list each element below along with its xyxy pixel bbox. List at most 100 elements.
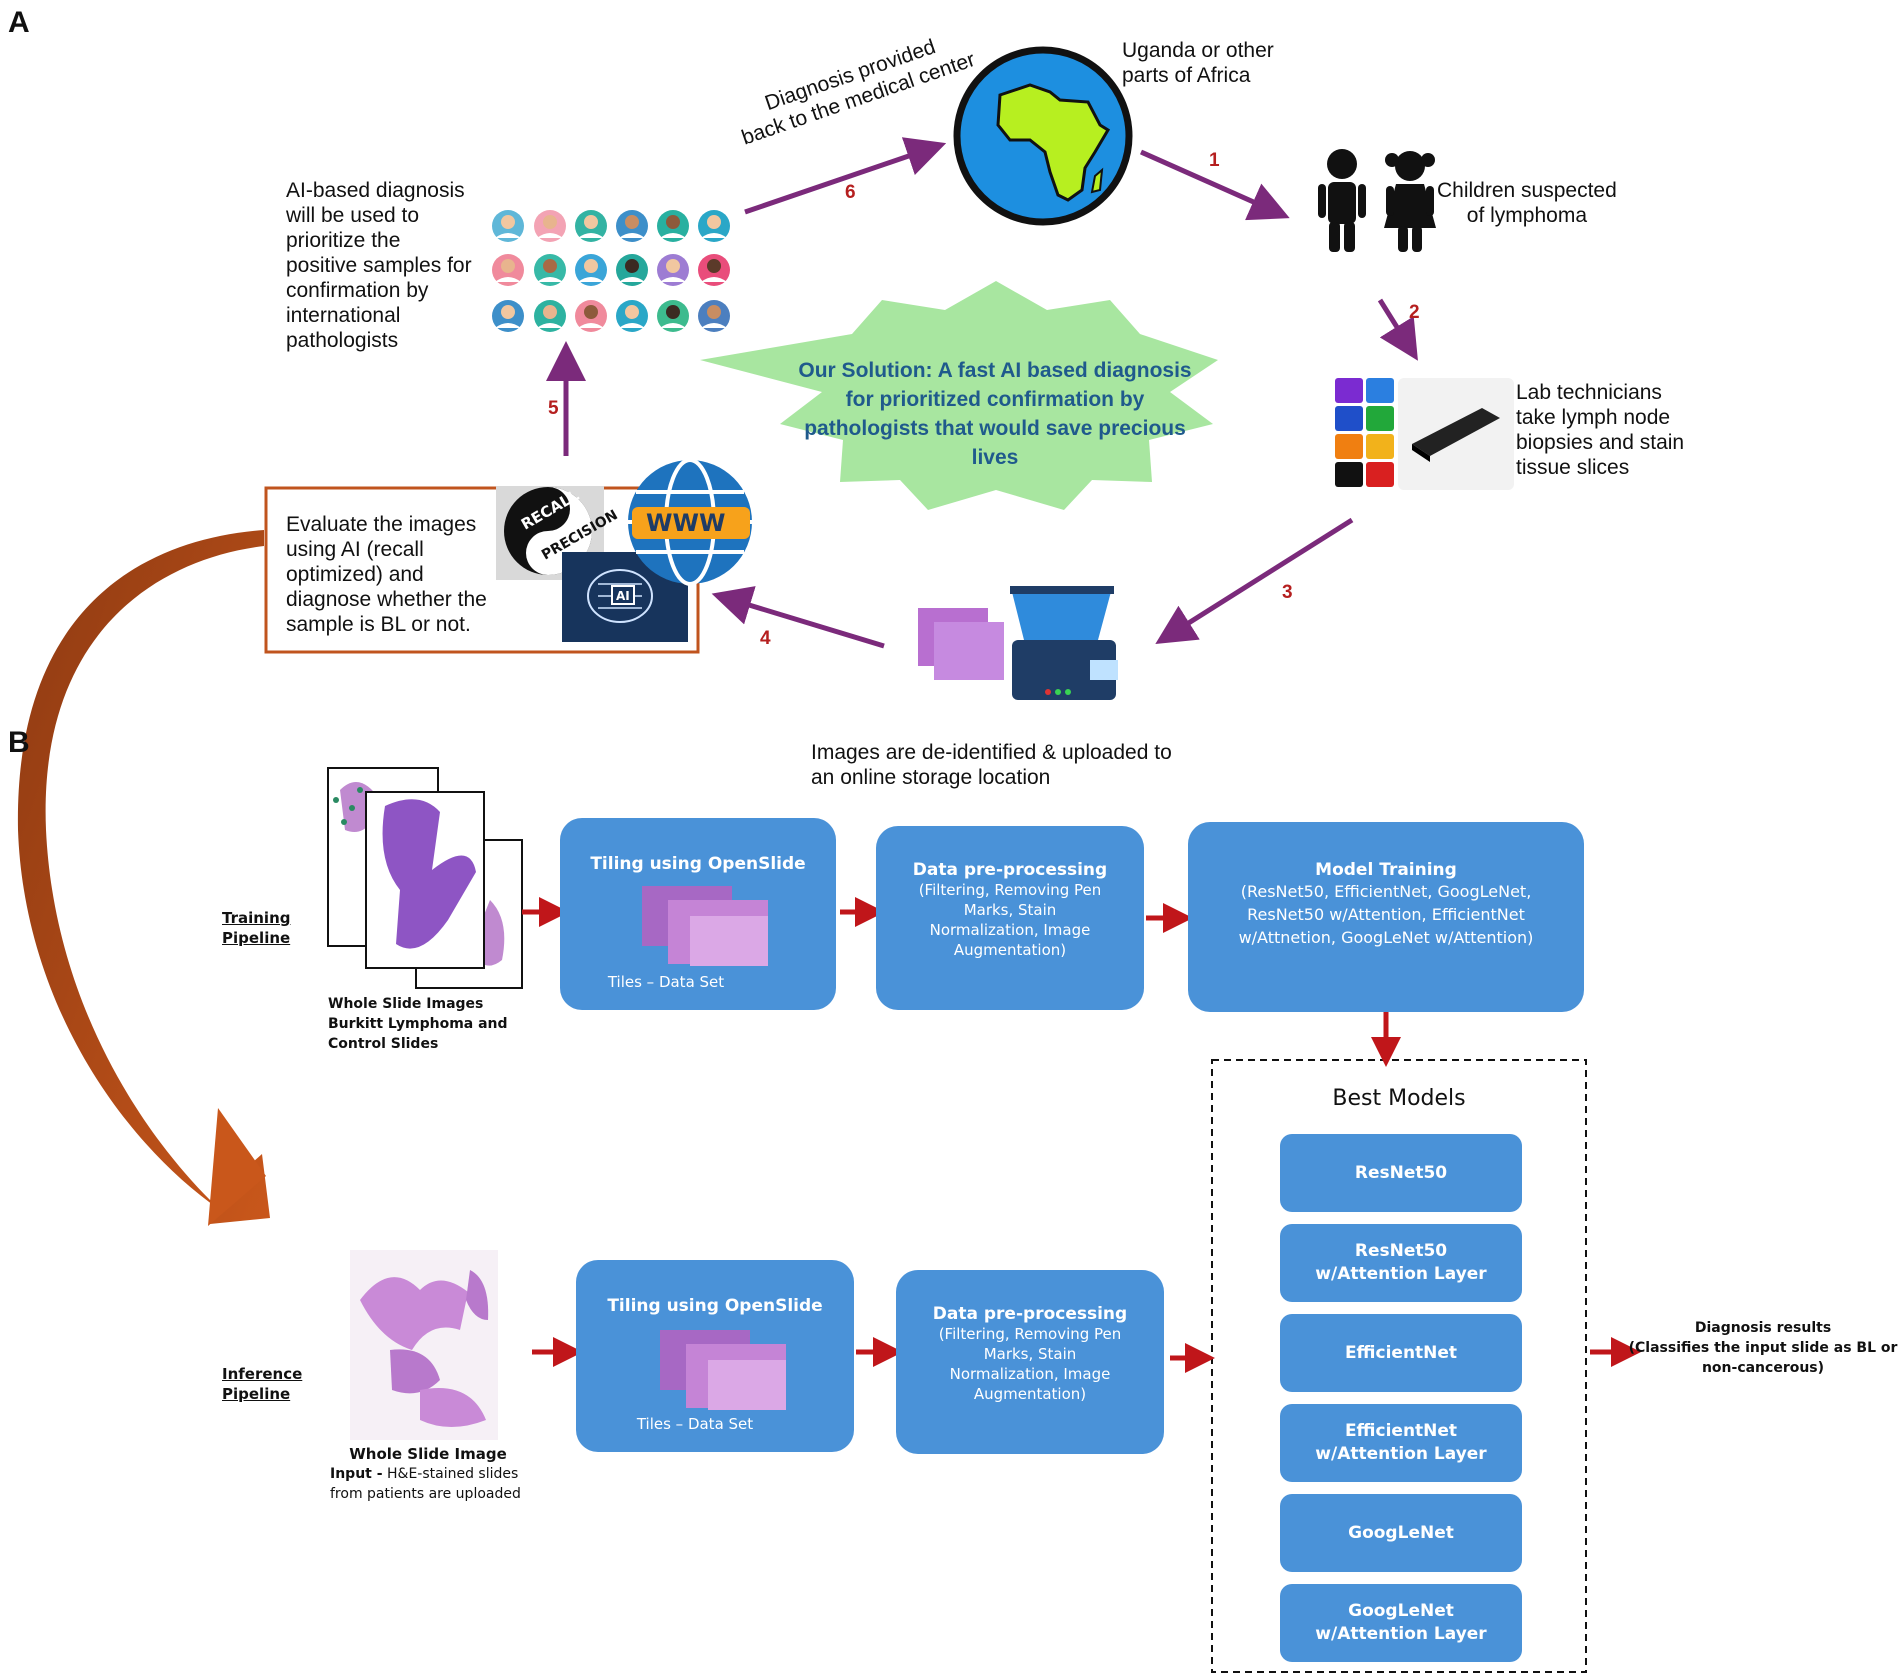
avatar-icon: [657, 210, 689, 242]
inference-pipeline-line: Inference: [222, 1365, 303, 1383]
avatar-icon: [575, 300, 607, 332]
lab-label-line: take lymph node: [1516, 406, 1671, 429]
solution-starburst: [700, 281, 1218, 510]
lab-label-line: tissue slices: [1516, 456, 1630, 479]
avatar-icon: [698, 210, 730, 242]
training-wsi-stack: [327, 767, 523, 989]
curve-arrow: [17, 530, 271, 1224]
ai-diagnosis-line: international: [286, 304, 401, 327]
upload-label: Images are de-identified & uploaded to a…: [811, 740, 1172, 790]
children-label-line: of lymphoma: [1466, 204, 1587, 227]
www-text: WWW: [646, 509, 725, 537]
tiling-tiles-training: [642, 886, 768, 966]
inference-pipeline-label: Inference Pipeline: [222, 1364, 302, 1404]
evaluate-label-line: diagnose whether the: [286, 588, 487, 611]
solution-line: for prioritized confirmation by: [845, 388, 1145, 411]
solution-line: pathologists that would save precious: [804, 417, 1186, 440]
ai-chip-text: AI: [616, 589, 630, 603]
preproc-sub-line: Marks, Stain: [963, 901, 1057, 919]
arrow-step-6: [744, 137, 947, 215]
panel-b-letter: B: [8, 726, 30, 759]
model-training-box: Model Training (ResNet50, EfficientNet, …: [1188, 822, 1584, 1012]
tiling-box-inference: Tiling using OpenSlide Tiles – Data Set: [576, 1260, 854, 1452]
africa-globe-icon: [953, 46, 1133, 226]
preproc-box-inference: Data pre-processing (Filtering, Removing…: [896, 1270, 1164, 1454]
ai-diagnosis-line: AI-based diagnosis: [286, 179, 465, 202]
solution-line: Our Solution: A fast AI based diagnosis: [798, 359, 1192, 382]
arrow-step-2: [1377, 298, 1418, 361]
children-label-line: Children suspected: [1437, 179, 1617, 202]
arrow-step-1: [1139, 149, 1290, 221]
process-arrows: [546, 137, 1418, 649]
tiling-box-training: Tiling using OpenSlide Tiles – Data Set: [560, 818, 836, 1010]
diagnosis-results-line: non-cancerous): [1701, 1360, 1825, 1376]
evaluate-label-line: Evaluate the images: [286, 513, 477, 536]
arrow-step-4: [711, 586, 885, 649]
evaluate-label-line: sample is BL or not.: [286, 613, 471, 636]
tiling-title: Tiling using OpenSlide: [590, 854, 806, 874]
avatar-icon: [657, 254, 689, 286]
step-number-1: 1: [1209, 150, 1220, 171]
avatar-icon: [657, 300, 689, 332]
wsi-training-line: Burkitt Lymphoma and: [328, 1016, 508, 1032]
model-label: w/Attention Layer: [1315, 1264, 1487, 1284]
scanner-icon: [918, 586, 1118, 700]
pathologist-avatars: [492, 210, 730, 332]
tiling-tiles-inference: [660, 1330, 786, 1410]
lab-label: Lab technicians take lymph node biopsies…: [1516, 380, 1684, 480]
pipeline-arrows: [522, 897, 1641, 1373]
preproc-box-training: Data pre-processing (Filtering, Removing…: [876, 826, 1144, 1010]
panel-a-letter: A: [8, 6, 30, 39]
africa-label-line: parts of Africa: [1122, 64, 1251, 87]
model-label: GoogLeNet: [1348, 1522, 1454, 1543]
avatar-icon: [616, 300, 648, 332]
wsi-inference-title: Whole Slide Image: [349, 1445, 507, 1463]
upload-label-line: an online storage location: [811, 766, 1051, 789]
preproc-sub-line: (Filtering, Removing Pen: [918, 881, 1102, 899]
model-label: w/Attention Layer: [1315, 1624, 1487, 1644]
preproc-title: Data pre-processing: [912, 860, 1108, 880]
model-label: ResNet50: [1354, 1241, 1448, 1261]
lab-label-line: biopsies and stain: [1516, 431, 1685, 454]
avatar-icon: [534, 254, 566, 286]
avatar-icon: [616, 254, 648, 286]
preproc-sub-line: Marks, Stain: [983, 1345, 1077, 1363]
avatar-icon: [698, 300, 730, 332]
step-number-4: 4: [760, 628, 771, 649]
children-icon: [1318, 149, 1436, 252]
wsi-inference-line: from patients are uploaded: [330, 1486, 521, 1502]
arrow-step-3: [1155, 517, 1354, 644]
tiling-subtitle: Tiles – Data Set: [607, 973, 725, 991]
step-number-2: 2: [1409, 302, 1420, 323]
model-label: EfficientNet: [1344, 1342, 1458, 1363]
model-training-title: Model Training: [1315, 860, 1457, 880]
best-models-title: Best Models: [1332, 1086, 1466, 1111]
ai-diagnosis-line: confirmation by: [286, 279, 429, 302]
avatar-icon: [534, 300, 566, 332]
children-label: Children suspected of lymphoma: [1437, 178, 1617, 228]
model-label: GoogLeNet: [1348, 1601, 1454, 1621]
upload-label-line: Images are de-identified & uploaded to: [811, 741, 1172, 764]
tiling-title: Tiling using OpenSlide: [607, 1296, 823, 1316]
stained-slides-icon: [1335, 378, 1514, 490]
model-training-line: w/Attnetion, GoogLeNet w/Attention): [1238, 928, 1534, 947]
avatar-icon: [698, 254, 730, 286]
ai-diagnosis-line: positive samples for: [286, 254, 472, 277]
preproc-sub-line: Normalization, Image: [949, 1365, 1111, 1383]
www-globe-icon: WWW: [628, 458, 752, 586]
model-googlenet-attention: GoogLeNet w/Attention Layer: [1280, 1584, 1522, 1662]
model-googlenet: GoogLeNet: [1280, 1494, 1522, 1572]
step-number-6: 6: [845, 182, 856, 203]
evaluate-label-line: optimized) and: [286, 563, 424, 586]
step-number-3: 3: [1282, 582, 1293, 603]
solution-line: lives: [971, 446, 1019, 469]
inference-pipeline-line: Pipeline: [222, 1385, 291, 1403]
model-resnet50: ResNet50: [1280, 1134, 1522, 1212]
africa-label-line: Uganda or other: [1122, 39, 1274, 62]
preproc-sub-line: Augmentation): [953, 941, 1067, 959]
curve-arrowhead: [208, 1108, 266, 1226]
step-number-5: 5: [548, 398, 559, 419]
training-pipeline-line: Pipeline: [222, 929, 291, 947]
avatar-icon: [492, 210, 524, 242]
diagnosis-results-line: Diagnosis results: [1694, 1320, 1832, 1336]
